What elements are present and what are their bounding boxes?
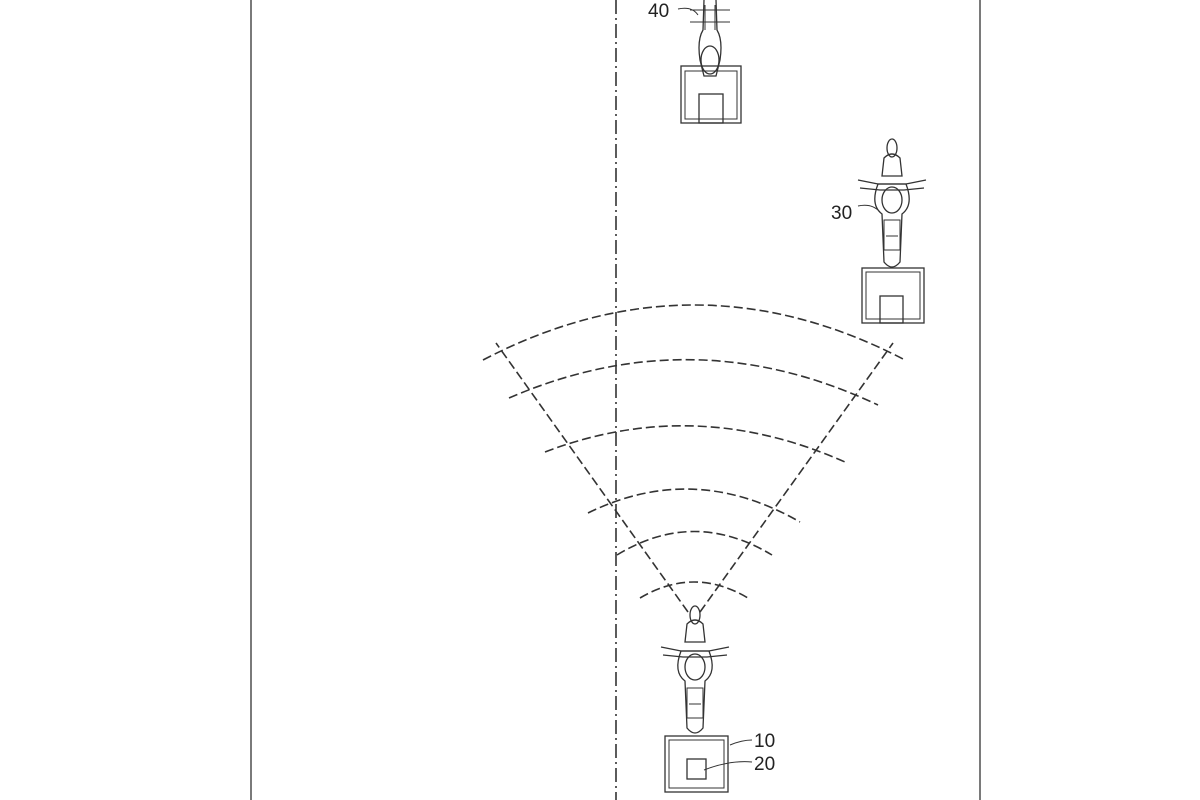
leader-line-40 xyxy=(677,7,699,16)
fan-left-boundary xyxy=(495,342,689,613)
motorcycle-40 xyxy=(680,0,742,124)
radar-arc-2 xyxy=(616,530,773,556)
radar-arc-5 xyxy=(508,358,879,406)
radar-unit-20 xyxy=(686,758,707,780)
reference-label-10: 10 xyxy=(754,731,775,752)
reference-label-20: 20 xyxy=(754,754,775,775)
reference-label-30: 30 xyxy=(831,203,852,224)
radar-arc-1 xyxy=(639,581,749,599)
fan-right-boundary xyxy=(699,342,894,613)
leader-line-30 xyxy=(857,204,881,213)
motorcycle-10 xyxy=(660,605,730,793)
motorcycle-30 xyxy=(857,138,927,324)
leader-line-10 xyxy=(729,739,753,746)
radar-arc-4 xyxy=(544,425,846,463)
radar-arc-3 xyxy=(587,488,801,523)
leader-line-20 xyxy=(703,761,753,771)
radar-detection-fan xyxy=(482,304,906,613)
reference-label-40: 40 xyxy=(648,1,669,22)
radar-arc-6 xyxy=(482,304,906,361)
